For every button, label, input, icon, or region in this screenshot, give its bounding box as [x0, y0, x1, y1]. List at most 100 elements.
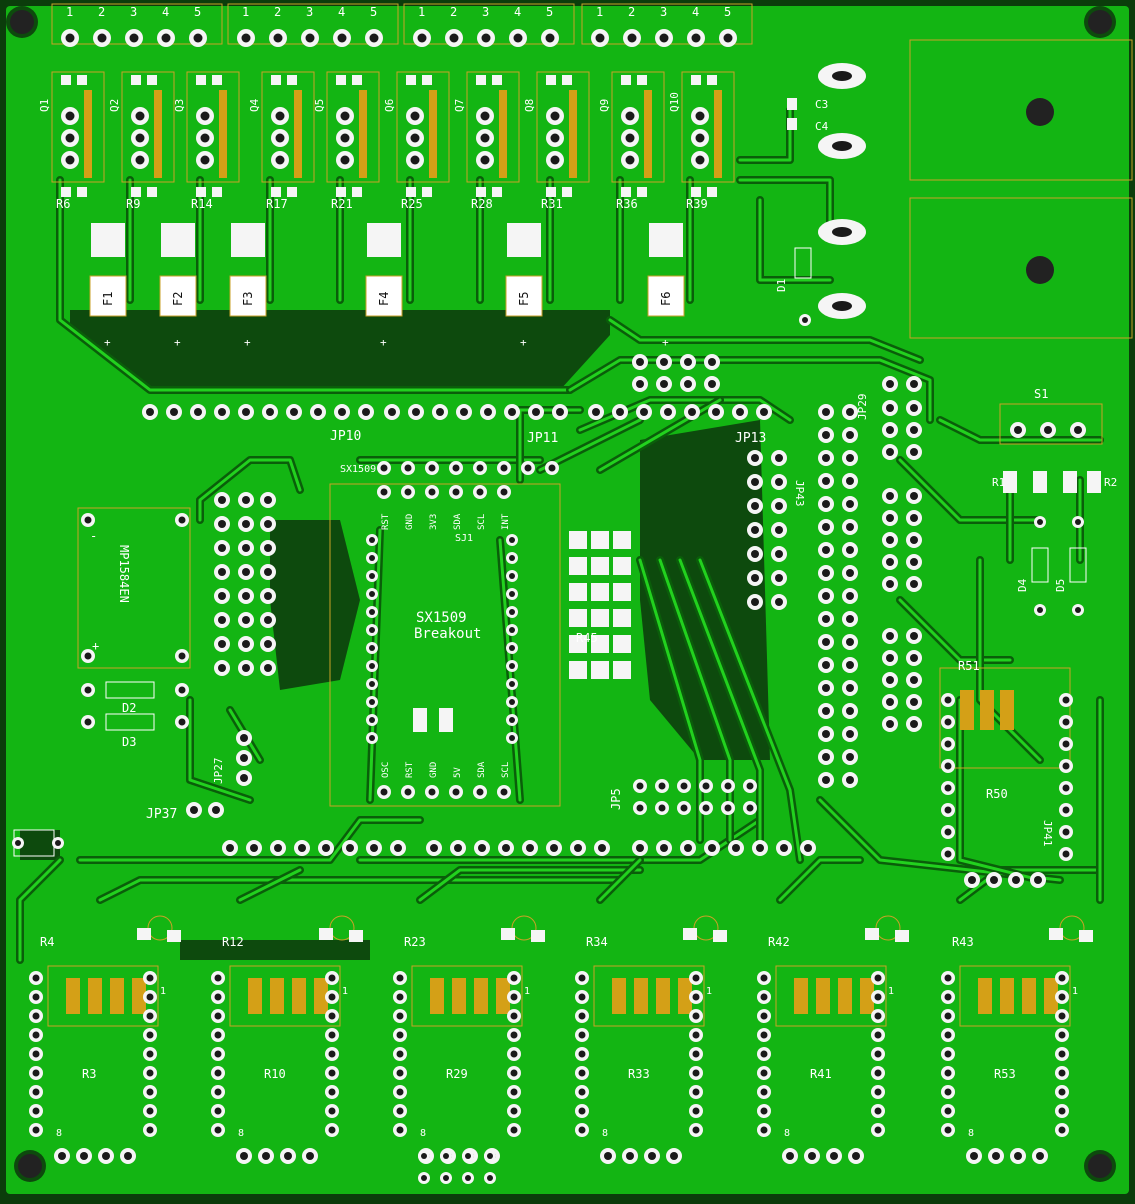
driver-pin-hole — [510, 974, 518, 982]
header-pin-hole — [886, 654, 894, 662]
driver-pin-hole — [328, 993, 336, 1001]
driver-label-bottom: R3 — [82, 1067, 96, 1081]
switch-outline — [999, 403, 1103, 445]
driver-pin-hole — [1058, 993, 1066, 1001]
header-pin-hole — [242, 520, 250, 528]
resistor-array-pad — [591, 531, 609, 549]
trace-17 — [598, 398, 722, 472]
bottom-header-pin-hole — [660, 844, 668, 852]
resistor-array-pad — [569, 661, 587, 679]
smd-resistor-pad — [212, 75, 222, 85]
long-header-pin-hole — [822, 500, 830, 508]
heatsink-tab — [569, 90, 577, 178]
breakout-left-pin-hole — [369, 717, 375, 723]
driver-pin-hole — [692, 993, 700, 1001]
smd-resistor-pad — [77, 75, 87, 85]
smd-resistor-pad — [637, 75, 647, 85]
jp29-pin-hole — [910, 380, 918, 388]
smd-resistor-pad — [476, 187, 486, 197]
driver-pin-hole — [146, 1107, 154, 1115]
driver-bottom-pin-hole — [102, 1152, 110, 1160]
driver-pin-hole — [396, 1050, 404, 1058]
resistor-label: R25 — [401, 197, 423, 211]
header-pin-hole — [218, 568, 226, 576]
long-header-pin-hole — [822, 431, 830, 439]
header-pin-hole — [684, 358, 692, 366]
transistor-outline-4 — [326, 71, 380, 183]
fuse-pad-top — [507, 223, 541, 257]
dip-switch-lever — [292, 978, 306, 1014]
jp43-pin-hole — [775, 454, 783, 462]
bottom-header-pin-hole — [598, 844, 606, 852]
mounting-hole — [1088, 10, 1112, 34]
smd-pad — [137, 928, 151, 940]
jp43-pin-hole — [751, 454, 759, 462]
smd-resistor-pad — [492, 75, 502, 85]
header-pin-hole — [886, 536, 894, 544]
breakout-left-pin-hole — [369, 573, 375, 579]
header-pin-hole — [218, 664, 226, 672]
driver-pin-hole — [692, 1031, 700, 1039]
breakout-pin-name: INT — [501, 513, 511, 530]
dip-switch-lever — [496, 978, 510, 1014]
jp29-pin-hole — [886, 380, 894, 388]
jp29-pin-hole — [910, 448, 918, 456]
driver-label-top: R23 — [404, 935, 426, 949]
trace-24 — [598, 858, 642, 902]
smd-resistor-pad — [707, 187, 717, 197]
transistor-pin-hole — [340, 155, 350, 165]
driver-pin-hole — [396, 1012, 404, 1020]
smd-resistor-pad — [422, 187, 432, 197]
fuse-polarity: + — [174, 336, 181, 349]
transistor-pin-hole — [200, 155, 210, 165]
header-pin-hole — [218, 640, 226, 648]
breakout-pin-name: OSC — [381, 762, 391, 778]
terminal-pad-hole — [691, 33, 701, 43]
buck-module-outline — [77, 507, 191, 669]
pin-eight-marker: 8 — [602, 1128, 608, 1139]
driver-outline-2 — [411, 965, 523, 1027]
smd-resistor-pad — [422, 75, 432, 85]
breakout-pin-name: SDA — [477, 761, 487, 778]
terminal-pad-hole — [337, 33, 347, 43]
breakout-right-pin-hole — [509, 627, 515, 633]
resistor-label: R6 — [56, 197, 70, 211]
driver-pin-hole — [578, 1069, 586, 1077]
terminal-pad-hole — [627, 33, 637, 43]
smd-resistor-pad — [271, 75, 281, 85]
transistor-pin-hole — [625, 111, 635, 121]
jp10-pin-hole — [266, 408, 274, 416]
terminal-pin-number: 3 — [660, 5, 667, 19]
mounting-hole — [1088, 1154, 1112, 1178]
module-pad-hole — [178, 652, 186, 660]
jp37-pin-hole — [190, 806, 198, 814]
header-pin-hole — [218, 544, 226, 552]
jp27-pin-hole — [240, 774, 248, 782]
terminal-pin-number: 5 — [194, 5, 201, 19]
long-header-pin-hole — [846, 776, 854, 784]
bottom-header-pin-hole — [478, 844, 486, 852]
bottom-header-pin-hole — [394, 844, 402, 852]
driver-pin-hole — [146, 1012, 154, 1020]
resistor-label: R14 — [191, 197, 213, 211]
fuse-label: F5 — [517, 292, 531, 306]
long-header-pin-hole — [846, 592, 854, 600]
terminal-pin-number: 1 — [66, 5, 73, 19]
transistor-label: Q6 — [383, 99, 396, 112]
breakout-left-pin-hole — [369, 609, 375, 615]
smd-resistor-pad — [546, 187, 556, 197]
header-pin-hole — [242, 616, 250, 624]
smd-pad — [501, 928, 515, 940]
corner-pad-hole — [15, 840, 21, 846]
driver-pin-hole — [1058, 1126, 1066, 1134]
smd-resistor-pad — [406, 75, 416, 85]
driver-pin-hole — [944, 1088, 952, 1096]
breakout-top-label: SX1509 — [340, 464, 376, 475]
breakout-right-pin-hole — [509, 591, 515, 597]
driver-label-top: R34 — [586, 935, 608, 949]
header-pin-hole — [684, 380, 692, 388]
smd-pad — [1049, 928, 1063, 940]
long-header-pin-hole — [822, 661, 830, 669]
jp10-pin-hole — [218, 408, 226, 416]
driver-pin-hole — [944, 696, 952, 704]
